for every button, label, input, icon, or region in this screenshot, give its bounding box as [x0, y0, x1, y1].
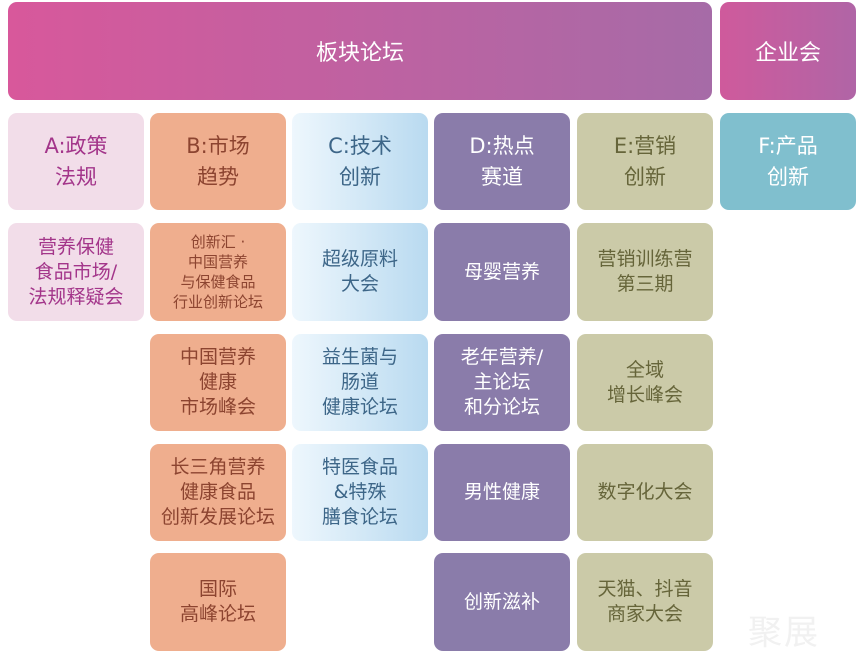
forum-item: 超级原料 大会 — [292, 223, 428, 321]
forum-item: 特医食品 &特殊 膳食论坛 — [292, 444, 428, 541]
forum-item: 数字化大会 — [577, 444, 713, 541]
enterprise-meeting-header: 企业会 — [720, 2, 856, 100]
category-e: E:营销 创新 — [577, 113, 713, 210]
watermark: 聚展 — [748, 613, 820, 653]
forum-item: 男性健康 — [434, 444, 570, 541]
forum-item: 天猫、抖音 商家大会 — [577, 553, 713, 651]
forum-item: 益生菌与 肠道 健康论坛 — [292, 334, 428, 431]
forum-section-header: 板块论坛 — [8, 2, 712, 100]
category-b: B:市场 趋势 — [150, 113, 286, 210]
forum-item: 长三角营养 健康食品 创新发展论坛 — [150, 444, 286, 541]
forum-item: 老年营养/ 主论坛 和分论坛 — [434, 334, 570, 431]
forum-item: 全域 增长峰会 — [577, 334, 713, 431]
category-d: D:热点 赛道 — [434, 113, 570, 210]
forum-item: 中国营养 健康 市场峰会 — [150, 334, 286, 431]
forum-item: 创新滋补 — [434, 553, 570, 651]
category-c: C:技术 创新 — [292, 113, 428, 210]
forum-item: 母婴营养 — [434, 223, 570, 321]
category-f: F:产品 创新 — [720, 113, 856, 210]
category-a: A:政策 法规 — [8, 113, 144, 210]
forum-item: 创新汇 · 中国营养 与保健食品 行业创新论坛 — [150, 223, 286, 321]
forum-item: 营销训练营 第三期 — [577, 223, 713, 321]
forum-item: 营养保健 食品市场/ 法规释疑会 — [8, 223, 144, 321]
forum-item: 国际 高峰论坛 — [150, 553, 286, 651]
